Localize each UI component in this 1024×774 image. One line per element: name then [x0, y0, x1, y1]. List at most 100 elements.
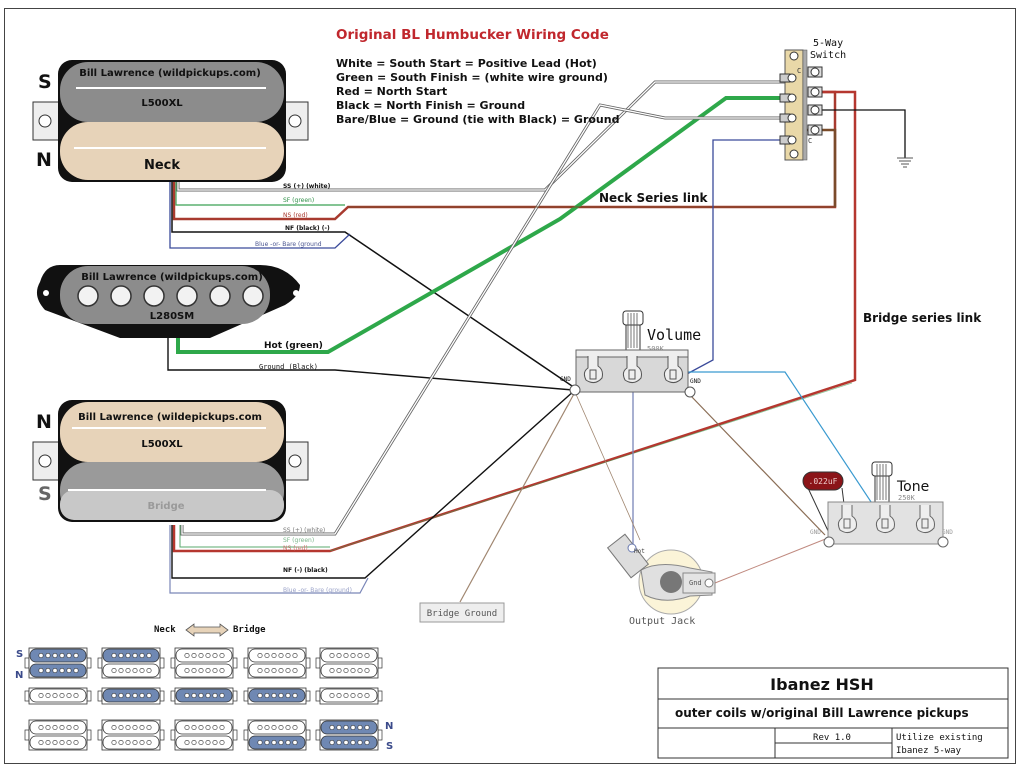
pot-lug-icon: [875, 505, 895, 534]
tone-pot[interactable]: Tone 250K GND GND .022uF: [802, 461, 953, 548]
neck-direction-label: Neck: [154, 625, 176, 635]
pole-label-bottom: S: [38, 483, 52, 505]
wire-label-hot-green: Hot (green): [264, 341, 323, 351]
bridge-ground-box: Bridge Ground: [419, 602, 505, 623]
wire-label: NS (red): [283, 545, 308, 552]
pickup-model: L500XL: [141, 98, 183, 109]
switch-position-pickup-icon: [243, 687, 311, 705]
neck-wire-labels: SS (+) (white) SF (green) NS (red) NF (b…: [255, 183, 331, 248]
active-coil: [248, 688, 306, 703]
switch-right-lug-icon: [807, 124, 823, 136]
active-coil: [29, 663, 87, 678]
wire-label: SF (green): [283, 197, 314, 204]
bridge-ss-white-wire-inner: [181, 104, 790, 535]
inactive-coil: [320, 648, 378, 663]
pole-piece-icon: [176, 285, 198, 307]
gnd-label: GND: [690, 378, 701, 385]
switch-position-pickup-icon: [24, 647, 92, 679]
bridge-humbucker[interactable]: Bill Lawrence (wildepickups.com L500XL B…: [32, 400, 309, 522]
bridge-series-link-label: Bridge series link: [863, 311, 982, 325]
bridge-sf-green-wire: [179, 525, 330, 548]
neck-blue-ground-wire: [169, 180, 351, 249]
pole-n-label: N: [385, 721, 393, 732]
bridge-ground-label: Bridge Ground: [427, 609, 497, 619]
mount-hole-icon: [38, 114, 52, 128]
mount-hole-icon: [293, 290, 299, 296]
switch-position-pickup-icon: [97, 687, 165, 705]
switch-position-pickup-icon: [243, 647, 311, 679]
switch-position-pickup-icon: [24, 719, 92, 751]
switch-right-lug-icon: [807, 86, 823, 98]
neck-humbucker[interactable]: Bill Lawrence (wildpickups.com) L500XL N…: [32, 60, 309, 182]
north-coil: [60, 122, 284, 180]
pickup-model: L280SM: [150, 311, 194, 322]
tone-value: 250K: [898, 494, 916, 502]
pickup-brand: Bill Lawrence (wildpickups.com): [79, 68, 261, 79]
position-grid: [24, 647, 383, 751]
inactive-coil: [248, 720, 306, 735]
inactive-coil: [320, 688, 378, 703]
title-block-note: Ibanez 5-way: [896, 746, 962, 756]
five-way-switch[interactable]: 5-Way Switch C C: [779, 38, 846, 161]
wiring-code-legend: Original BL Humbucker Wiring Code White …: [336, 27, 619, 126]
neck-series-link-label: Neck Series link: [599, 191, 708, 205]
south-coil: [60, 62, 284, 122]
switch-position-pickup-icon: [170, 719, 238, 751]
wire-label: Blue -or- Bare (ground: [255, 241, 322, 248]
switch-right-lug-icon: [807, 104, 823, 116]
volume-value: 500K: [647, 345, 665, 353]
inactive-coil: [175, 735, 233, 750]
switch-positions-chart: Neck Bridge S N N S: [15, 623, 393, 752]
title-block-note: Utilize existing: [896, 733, 983, 743]
active-coil: [102, 688, 160, 703]
wire-label: SF (green): [283, 537, 314, 544]
legend-line: Red = North Start: [336, 85, 447, 98]
gnd-lug-icon: [704, 578, 714, 588]
pole-piece-icon: [143, 285, 165, 307]
pole-pieces: [77, 285, 264, 307]
inactive-coil: [102, 720, 160, 735]
middle-ground-black-wire: [167, 336, 574, 391]
bridge-blue-ground-wire: [169, 525, 369, 594]
jack-hot-tab: [606, 533, 650, 579]
inactive-coil: [29, 735, 87, 750]
switch-left-lug-icon: [779, 113, 797, 123]
pickup-brand: Bill Lawrence (wildpickups.com): [81, 272, 263, 283]
volume-pot[interactable]: Volume 500K GND GND: [560, 310, 701, 398]
volume-to-tone-wire: [685, 371, 884, 521]
mount-hole-icon: [38, 454, 52, 468]
switch-position-pickup-icon: [315, 647, 383, 679]
double-arrow-icon: [185, 623, 229, 637]
bridge-wire-labels: SS (+) (white) SF (green) NS (red) NF (-…: [283, 527, 352, 594]
legend-line: Bare/Blue = Ground (tie with Black) = Gr…: [336, 113, 619, 126]
pole-s-label: S: [386, 741, 393, 752]
pole-label-top: S: [38, 71, 52, 93]
bridge-direction-label: Bridge: [233, 624, 266, 635]
wire-label: SS (+) (white): [283, 183, 331, 190]
middle-single-coil[interactable]: Bill Lawrence (wildpickups.com) L280SM: [36, 265, 300, 338]
hot-lug-icon: [627, 543, 637, 553]
neck-sf-green-wire: [175, 180, 345, 206]
pot-lug-icon: [583, 356, 603, 384]
wire-label: NF (black) (-): [285, 225, 330, 232]
output-jack-label: Output Jack: [629, 616, 695, 627]
pot-body-top: [575, 349, 689, 358]
pole-label-top: N: [36, 411, 52, 433]
pole-piece-icon: [209, 285, 231, 307]
switch-common-label: C: [808, 137, 812, 145]
inactive-coil: [248, 663, 306, 678]
title-block-rev: Rev 1.0: [813, 733, 851, 743]
pickup-model: L500XL: [141, 439, 183, 450]
pole-piece-icon: [110, 285, 132, 307]
single-coil-cover: [60, 266, 270, 324]
mount-hole-icon: [43, 290, 49, 296]
gnd-lug-icon: [823, 536, 835, 548]
wires: [167, 80, 906, 603]
output-jack[interactable]: Hot Gnd Output Jack: [606, 533, 716, 627]
gnd-lug-icon: [684, 386, 696, 398]
inactive-coil: [175, 720, 233, 735]
middle-hot-green-wire: [176, 96, 795, 354]
switch-rail: [802, 49, 808, 161]
inactive-coil: [29, 688, 87, 703]
